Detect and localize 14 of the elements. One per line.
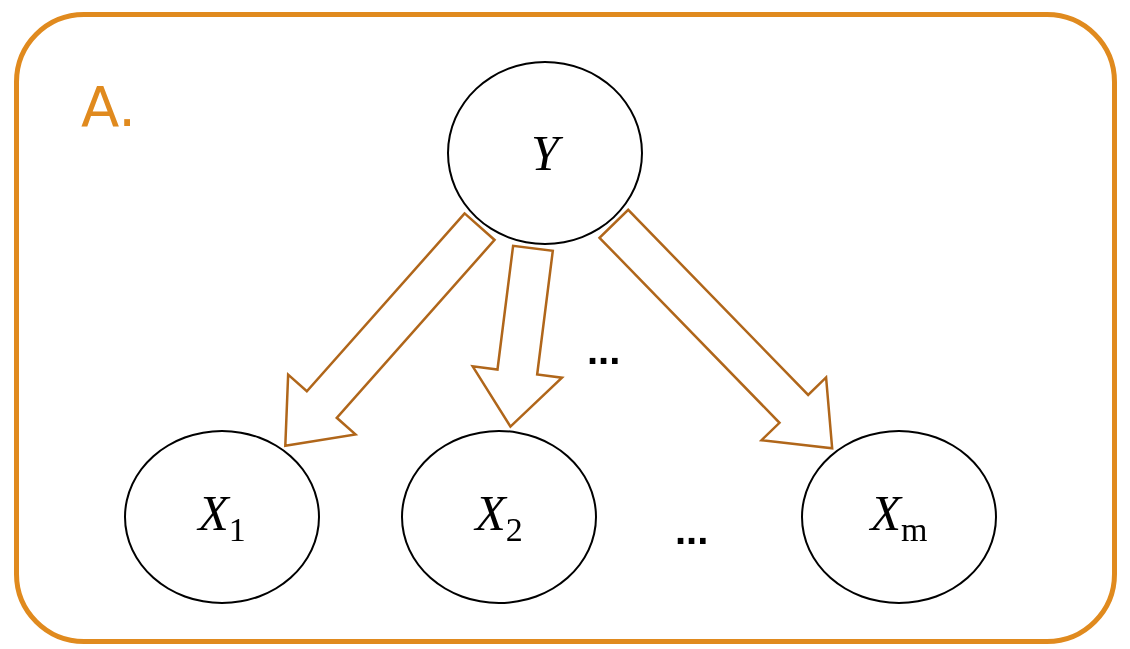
variable-label: X$_{1}$ [198,487,246,547]
variable-circle [401,430,597,604]
variable-circle [124,430,320,604]
variable-label: X$_{2}$ [475,487,523,547]
variable-circle [801,430,997,604]
panel-frame [14,12,1117,644]
variable-circle [447,61,643,245]
ellipsis-label: ... [675,510,709,550]
block-arrow [597,208,834,450]
variable-label: X$_{m}$ [870,487,928,547]
ellipsis-label: ... [587,330,621,370]
block-arrow [470,244,565,429]
block-arrow [284,211,497,448]
panel-label: A. [81,79,137,135]
